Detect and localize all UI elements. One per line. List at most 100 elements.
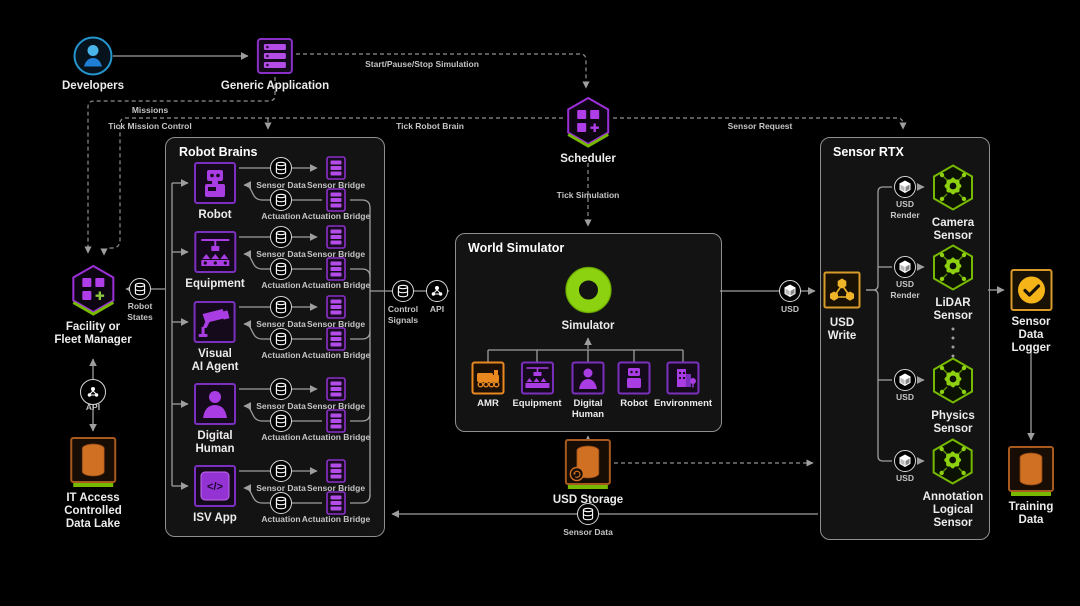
sensor-data-badge — [270, 296, 292, 318]
sensor-data-label: Sensor Data — [256, 401, 306, 411]
node-sim-amr: AMR — [471, 361, 505, 409]
actuation-badge — [270, 189, 292, 211]
camera-sensor-hex-icon — [930, 163, 976, 213]
data-lake-database-icon — [69, 436, 117, 488]
actuation-label: Actuation — [261, 514, 301, 524]
usd-write-label: USD Write — [827, 317, 857, 342]
camera-sensor-label: Camera Sensor — [931, 217, 975, 242]
scheduler-label: Scheduler — [560, 153, 616, 165]
digital-human-label: Digital Human — [195, 430, 235, 455]
control-signals-badge — [392, 280, 414, 302]
usd-render-badge — [894, 256, 916, 278]
actuation-bridge — [326, 491, 346, 515]
node-physics-sensor: Physics Sensor — [930, 356, 976, 436]
equipment-small-icon — [520, 361, 554, 395]
usd-badge — [894, 450, 916, 472]
node-equipment: Equipment — [185, 230, 245, 291]
annotation-sensor-hex-icon — [930, 437, 976, 487]
bridge-icon — [326, 188, 346, 212]
node-usd-write: USD Write — [823, 271, 861, 343]
environment-icon — [666, 361, 700, 395]
node-annotation-logical-sensor: Annotation Logical Sensor — [922, 437, 984, 530]
sensor-bridge-label: Sensor Bridge — [306, 483, 366, 493]
api-left-badge — [80, 379, 106, 405]
actuation-badge — [270, 258, 292, 280]
node-isv-app: </> ISV App — [193, 464, 237, 525]
node-fleet-manager: Facility or Fleet Manager — [54, 263, 132, 347]
edge-label-sensor-request: Sensor Request — [727, 121, 793, 131]
node-visual-ai-agent: Visual AI Agent — [192, 300, 238, 374]
robot-small-icon — [617, 361, 651, 395]
actuation-bridge-label: Actuation Bridge — [301, 280, 371, 290]
simulator-donut-icon — [562, 264, 614, 316]
node-sim-robot: Robot — [617, 361, 651, 409]
sensor-data-badge — [270, 157, 292, 179]
application-server-icon — [255, 36, 295, 76]
sensor-data-badge — [270, 378, 292, 400]
edge-label-start-pause-stop: Start/Pause/Stop Simulation — [365, 59, 479, 69]
edge-label-tick-simulation: Tick Simulation — [556, 190, 620, 200]
developers-label: Developers — [61, 80, 125, 92]
sensor-data-label: Sensor Data — [256, 319, 306, 329]
fleet-manager-hexagon-icon — [68, 263, 118, 317]
usd-render-label: USD Render — [890, 279, 920, 300]
sensor-data-bottom-badge — [577, 503, 599, 525]
bridge-icon — [326, 327, 346, 351]
node-digital-human: Digital Human — [193, 382, 237, 456]
node-scheduler: Scheduler — [560, 95, 616, 166]
code-icon: </> — [193, 464, 237, 508]
lidar-sensor-hex-icon — [930, 243, 976, 293]
world-simulator-panel — [455, 233, 722, 432]
node-simulator: Simulator — [561, 264, 615, 333]
sim-robot-label: Robot — [620, 398, 648, 409]
robot-states-label: Robot States — [127, 301, 153, 322]
node-robot: Robot — [193, 161, 237, 222]
sim-equipment-label: Equipment — [512, 398, 562, 409]
sensor-bridge-label: Sensor Bridge — [306, 401, 366, 411]
actuation-bridge-label: Actuation Bridge — [301, 211, 371, 221]
digital-human-small-icon — [571, 361, 605, 395]
edge-label-tick-mission-control: Tick Mission Control — [108, 121, 192, 131]
actuation-badge — [270, 492, 292, 514]
usd-edge-label: USD — [896, 392, 914, 402]
scheduler-hexagon-icon — [563, 95, 613, 149]
ellipsis-dot — [951, 327, 955, 331]
sensor-bridge-label: Sensor Bridge — [306, 319, 366, 329]
usd-edge-label: USD — [896, 473, 914, 483]
generic-application-label: Generic Application — [220, 80, 330, 92]
physics-sensor-hex-icon — [930, 356, 976, 406]
usd-storage-database-icon — [564, 438, 612, 490]
sensor-bridge — [326, 156, 346, 180]
usd-label: USD — [781, 304, 799, 314]
actuation-badge — [270, 410, 292, 432]
actuation-bridge — [326, 327, 346, 351]
training-data-label: Training Data — [1008, 501, 1054, 526]
node-lidar-sensor: LiDAR Sensor — [930, 243, 976, 323]
ellipsis-dot — [951, 354, 955, 358]
sensor-bridge — [326, 377, 346, 401]
actuation-bridge-label: Actuation Bridge — [301, 432, 371, 442]
api-mid-label: API — [429, 304, 445, 314]
bridge-icon — [326, 459, 346, 483]
sim-environment-label: Environment — [653, 398, 713, 409]
node-camera-sensor: Camera Sensor — [930, 163, 976, 243]
annotation-logical-sensor-label: Annotation Logical Sensor — [922, 491, 984, 529]
node-sim-equipment: Equipment — [512, 361, 562, 409]
node-developers: Developers — [62, 36, 124, 93]
sensor-data-badge — [270, 460, 292, 482]
sensor-bridge — [326, 295, 346, 319]
physics-sensor-label: Physics Sensor — [931, 410, 975, 435]
node-training-data: Training Data — [1007, 445, 1055, 527]
bridge-icon — [326, 409, 346, 433]
cctv-camera-icon — [193, 300, 237, 344]
api-left-label: API — [85, 402, 101, 412]
world-simulator-title: World Simulator — [468, 241, 565, 255]
training-data-database-icon — [1007, 445, 1055, 497]
sensor-data-label: Sensor Data — [256, 483, 306, 493]
node-usd-storage: USD Storage — [553, 438, 623, 507]
developers-icon — [73, 36, 113, 76]
actuation-label: Actuation — [261, 280, 301, 290]
simulator-label: Simulator — [561, 320, 615, 332]
robot-brains-title: Robot Brains — [179, 145, 258, 159]
